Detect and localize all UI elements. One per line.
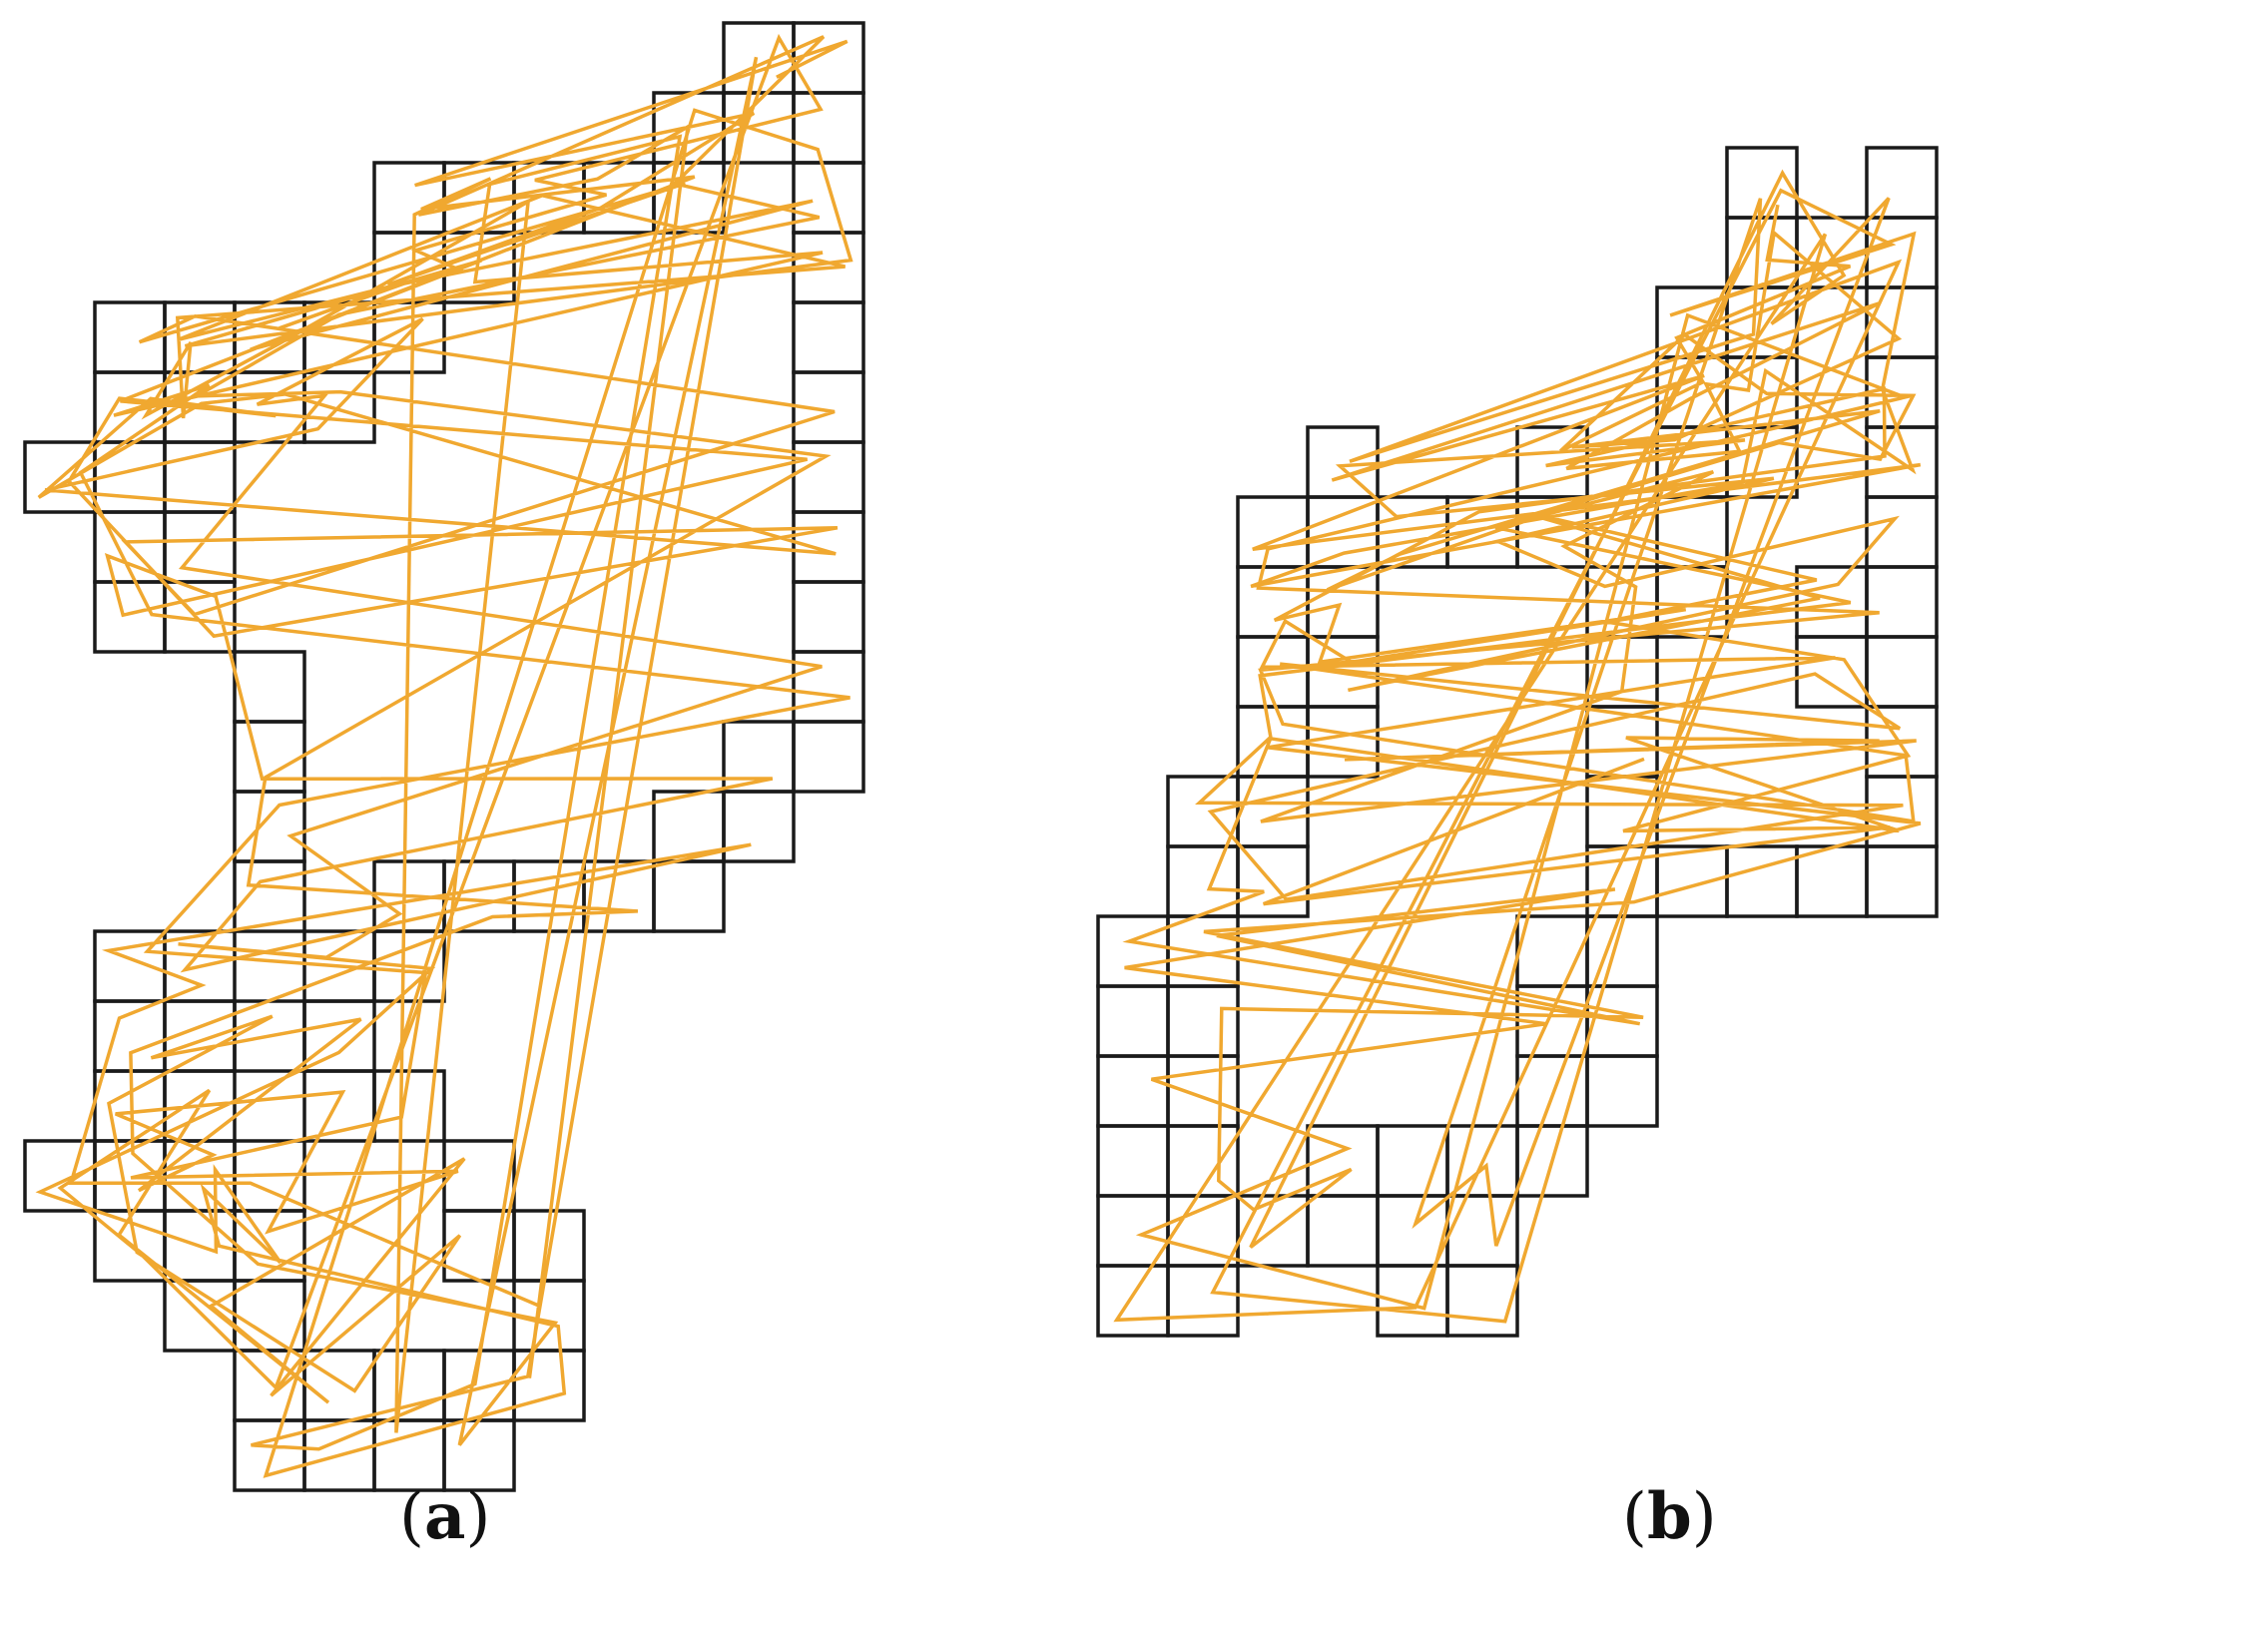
grid-cell: [512, 1349, 586, 1422]
grid-cell: [1725, 425, 1799, 499]
robot-path-line: [35, 33, 853, 1478]
panel-b-figure: [1096, 146, 1939, 1338]
panel-a-caption: (a): [399, 1479, 491, 1554]
panel-b-caption: (b): [1622, 1479, 1717, 1554]
grid-cell: [1306, 705, 1380, 779]
grid-cell: [1236, 844, 1310, 918]
grid-cell: [722, 21, 796, 95]
grid-cell: [1096, 984, 1170, 1058]
grid-cell: [792, 510, 865, 584]
grid-cell: [233, 859, 306, 933]
grid-cell: [1306, 1194, 1380, 1268]
grid-cell: [1865, 844, 1939, 918]
grid-cell: [652, 859, 726, 933]
grid-cell: [1166, 1264, 1240, 1338]
grid-cell: [1515, 1124, 1589, 1198]
grid-cell: [1865, 635, 1939, 709]
grid-cell: [1865, 495, 1939, 569]
grid-cell: [1655, 844, 1729, 918]
grid-cell: [1096, 1124, 1170, 1198]
grid-cell: [1795, 635, 1869, 709]
robot-path-line: [1113, 169, 1922, 1324]
panel-a-label: a: [423, 1479, 466, 1554]
grid-cell: [302, 370, 376, 444]
grid-cell: [1096, 1264, 1170, 1338]
grid-cell: [372, 161, 446, 235]
panel-b-label: b: [1646, 1479, 1692, 1554]
grid-cell: [792, 720, 865, 794]
panel-a-figure: [23, 21, 865, 1492]
grid-cell: [372, 929, 446, 1003]
panel-b-path: [1113, 169, 1922, 1324]
grid-cell: [1096, 1054, 1170, 1128]
grid-cell: [233, 1418, 306, 1492]
grid-cell: [233, 720, 306, 794]
grid-cell: [1236, 775, 1310, 848]
grid-cell: [1585, 1054, 1659, 1128]
grid-cell: [302, 1349, 376, 1422]
grid-cell: [1725, 844, 1799, 918]
grid-cell: [93, 580, 167, 654]
grid-cell: [1306, 425, 1380, 499]
grid-cell: [1865, 146, 1939, 220]
grid-cell: [792, 91, 865, 165]
grid-cell: [1166, 1194, 1240, 1268]
grid-cell: [1445, 1264, 1519, 1338]
grid-cell: [1166, 984, 1240, 1058]
grid-cell: [1445, 1194, 1519, 1268]
grid-cell: [1096, 914, 1170, 988]
grid-cell: [372, 300, 446, 374]
grid-cell: [1166, 775, 1240, 848]
panel-a-path: [35, 33, 853, 1478]
grid-cell: [1166, 1054, 1240, 1128]
grid-cell: [1865, 565, 1939, 639]
grid-cell: [1795, 844, 1869, 918]
grid-cell: [1515, 914, 1589, 988]
grid-cell: [722, 790, 796, 863]
grid-cell: [792, 580, 865, 654]
grid-cell: [792, 300, 865, 374]
